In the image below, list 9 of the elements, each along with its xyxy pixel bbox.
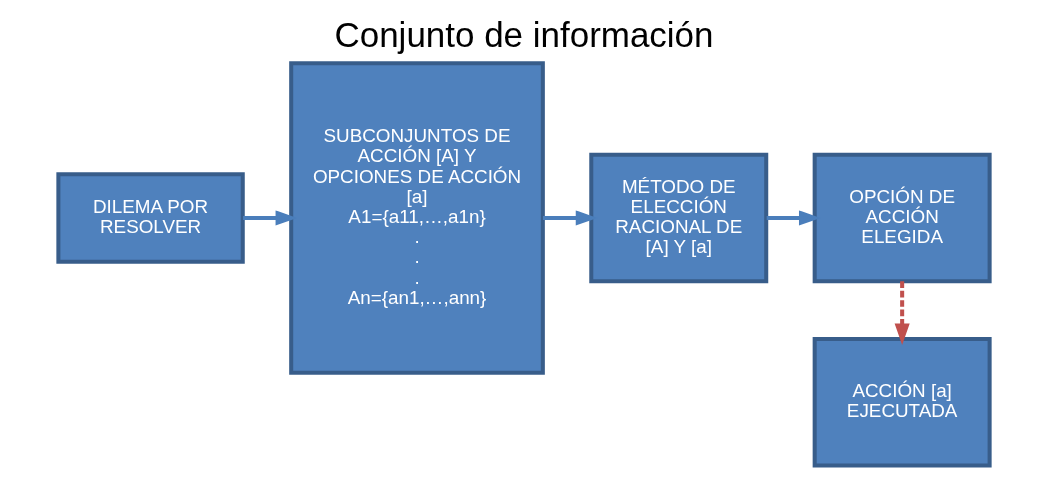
node-box: DILEMA POR RESOLVER <box>56 172 245 264</box>
node-box: MÉTODO DE ELECCIÓN RACIONAL DE [A] Y [a] <box>589 152 769 284</box>
node-box: OPCIÓN DE ACCIÓN ELEGIDA <box>812 152 992 284</box>
arrow <box>766 210 821 226</box>
node-box: ACCIÓN [a] EJECUTADA <box>812 337 992 468</box>
arrow <box>894 281 910 346</box>
diagram-title: Conjunto de información <box>334 14 714 54</box>
node-box: SUBCONJUNTOS DE ACCIÓN [A] Y OPCIONES DE ACCIÓN [a] A1={a11,…,a1n} . . . An={an1,…,ann} <box>289 61 545 375</box>
arrow <box>542 210 598 226</box>
